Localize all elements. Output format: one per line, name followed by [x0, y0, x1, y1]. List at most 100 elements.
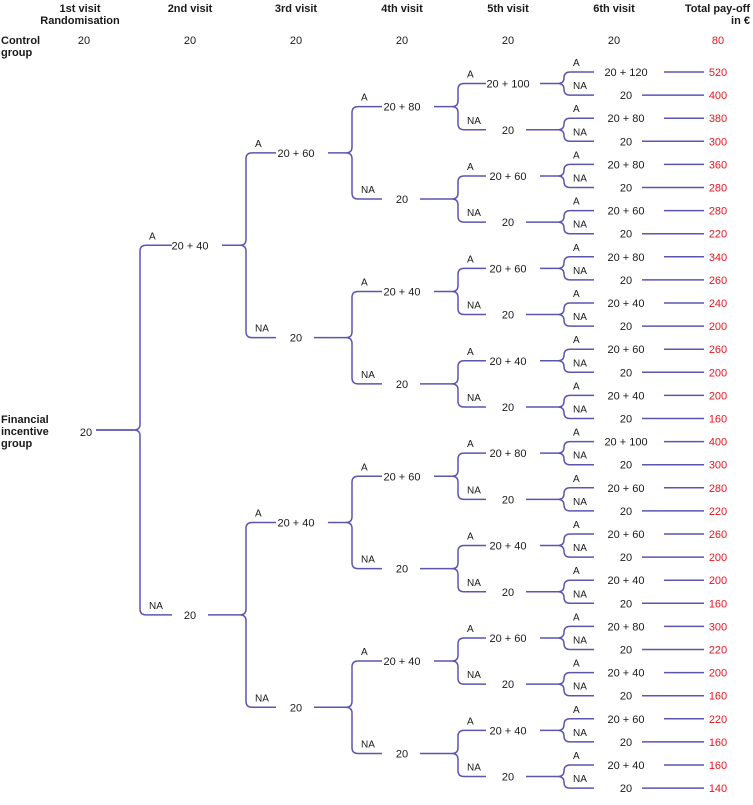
payoff-value: 260	[709, 529, 727, 541]
edge-branch	[557, 394, 594, 420]
branch-label-accepted: A	[573, 58, 580, 69]
edge-branch	[557, 718, 594, 743]
node-value: 20 + 80	[607, 621, 644, 633]
branch-label-not-accepted: NA	[467, 578, 481, 589]
node-value: 20 + 60	[607, 529, 644, 541]
edge-branch	[557, 533, 594, 558]
payoff-value: 260	[709, 275, 727, 287]
branch-label-accepted: A	[255, 508, 262, 519]
node-value: 20 + 40	[489, 725, 526, 737]
header-visit6: 6th visit	[593, 3, 635, 15]
branch-label-not-accepted: NA	[573, 174, 587, 185]
node-value: 20	[620, 506, 632, 518]
branch-label-not-accepted: NA	[467, 485, 481, 496]
node-value: 20 + 40	[383, 656, 420, 668]
edge-branch	[451, 544, 486, 593]
node-value: 20 + 80	[489, 448, 526, 460]
branch-label-accepted: A	[573, 659, 580, 670]
branch-label-accepted: A	[573, 520, 580, 531]
edge-branch	[239, 152, 276, 339]
header-visit4: 4th visit	[381, 3, 423, 15]
edge-branch	[557, 625, 594, 651]
node-value: 20	[620, 737, 632, 749]
payoff-value: 400	[709, 90, 727, 102]
branch-label-not-accepted: NA	[255, 324, 269, 335]
branch-label-not-accepted: NA	[573, 589, 587, 600]
header-visit2: 2nd visit	[168, 3, 213, 15]
node-value: 20	[620, 183, 632, 195]
branch-label-accepted: A	[361, 277, 368, 288]
edge-branch	[345, 290, 382, 385]
node-value: 20 + 40	[489, 541, 526, 553]
branch-label-not-accepted: NA	[467, 208, 481, 219]
node-value: 20	[502, 217, 514, 229]
node-value: 20	[502, 587, 514, 599]
node-value: 20	[620, 229, 632, 241]
edge-branch	[557, 348, 594, 374]
node-value: 20	[620, 321, 632, 333]
payoff-value: 220	[709, 645, 727, 657]
payoff-value: 280	[709, 483, 727, 495]
node-value: 20	[290, 702, 302, 714]
payoff-value: 300	[709, 460, 727, 472]
payoff-value: 200	[709, 367, 727, 379]
edge-branch	[451, 360, 486, 408]
payoff-value: 200	[709, 552, 727, 564]
edge-branch	[557, 440, 594, 466]
node-value: 20	[396, 564, 408, 576]
node-value: 20	[502, 402, 514, 414]
node-value: 20 + 60	[607, 344, 644, 356]
header-payoff-line1: Total pay-off	[685, 3, 751, 15]
node-value: 20 + 60	[607, 714, 644, 726]
payoff-value: 240	[709, 298, 727, 310]
branch-label-not-accepted: NA	[573, 81, 587, 92]
payoff-value: 400	[709, 437, 727, 449]
branch-label-not-accepted: NA	[361, 555, 375, 566]
node-value: 20 + 80	[607, 252, 644, 264]
header-payoff-line2: in €	[731, 15, 750, 27]
node-value: 20	[396, 194, 408, 206]
node-value: 20	[502, 679, 514, 691]
node-value: 20 + 40	[383, 286, 420, 298]
branch-label-not-accepted: NA	[573, 636, 587, 647]
edge-branch	[557, 579, 594, 605]
edge-branch	[557, 764, 594, 789]
branch-label-not-accepted: NA	[573, 728, 587, 739]
branch-label-not-accepted: NA	[573, 451, 587, 462]
branch-label-accepted: A	[467, 716, 474, 727]
branch-label-accepted: A	[573, 197, 580, 208]
payoff-value: 260	[709, 344, 727, 356]
edge-branch	[451, 637, 486, 685]
node-value: 20 + 40	[171, 240, 208, 252]
payoff-value: 220	[709, 506, 727, 518]
edge-branch	[557, 71, 594, 96]
edge-branch	[345, 475, 382, 570]
branch-label-accepted: A	[573, 474, 580, 485]
edge-branch	[557, 671, 594, 697]
branch-label-not-accepted: NA	[467, 763, 481, 774]
node-value: 20	[620, 598, 632, 610]
edge-branch	[557, 302, 594, 327]
branch-label-accepted: A	[573, 104, 580, 115]
branch-label-accepted: A	[573, 566, 580, 577]
node-value: 20	[620, 552, 632, 564]
branch-label-not-accepted: NA	[467, 116, 481, 127]
node-value: 20 + 40	[607, 760, 644, 772]
control-visit4-value: 20	[396, 35, 408, 47]
node-value: 20	[396, 379, 408, 391]
edge-branch	[557, 256, 594, 281]
header-visit1-line1: 1st visit	[60, 3, 101, 15]
branch-label-accepted: A	[573, 751, 580, 762]
branch-label-accepted: A	[573, 150, 580, 161]
incentive-root-value: 20	[80, 427, 92, 439]
control-visit2-value: 20	[184, 35, 196, 47]
edge-branch	[557, 487, 594, 512]
branch-label-accepted: A	[573, 289, 580, 300]
node-value: 20 + 80	[607, 113, 644, 125]
edge-branch	[451, 175, 486, 223]
header-visit3: 3rd visit	[275, 3, 318, 15]
control-total-payoff: 80	[712, 35, 724, 47]
